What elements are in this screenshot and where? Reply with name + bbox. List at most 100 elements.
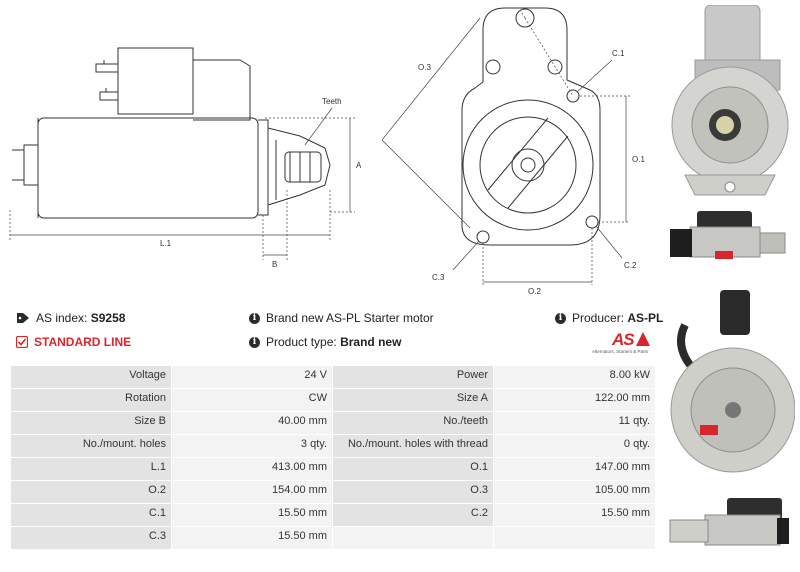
photo-side-view-1 <box>665 203 795 273</box>
spec-label: L.1 <box>10 457 172 481</box>
terminal-lower <box>99 91 119 101</box>
leader-c2 <box>595 225 623 259</box>
spec-value: 3 qty. <box>171 434 333 458</box>
info-icon: i <box>249 312 260 324</box>
spec-value: CW <box>171 388 333 412</box>
empty-cell <box>332 526 494 550</box>
spec-value: 24 V <box>171 365 333 389</box>
standard-line-row: STANDARD LINE <box>16 335 131 349</box>
empty-cell <box>493 526 656 550</box>
spec-label: No./mount. holes <box>10 434 172 458</box>
housing-circle-outer <box>462 99 594 231</box>
spec-label: C.1 <box>10 503 172 527</box>
left-hole <box>485 59 501 75</box>
info-icon: i <box>249 336 260 348</box>
flange-outline <box>461 7 601 246</box>
solenoid-outline <box>117 47 194 115</box>
right-hole <box>547 59 563 75</box>
label-a: A <box>356 161 362 170</box>
as-index-value: S9258 <box>90 311 126 325</box>
as-logo-triangle-icon <box>636 332 650 346</box>
spec-label: Size A <box>332 388 494 412</box>
producer-row: i Producer: AS-PL <box>555 311 663 325</box>
pinion-outline <box>284 151 322 183</box>
tag-icon <box>17 313 29 323</box>
product-type-label: Product type: <box>266 335 337 349</box>
info-icon: i <box>555 312 566 324</box>
spec-value: 11 qty. <box>493 411 656 435</box>
spec-value: 105.00 mm <box>493 480 656 504</box>
spec-label: No./mount. holes with thread <box>332 434 494 458</box>
description-row: i Brand new AS-PL Starter motor <box>249 311 434 325</box>
shaft-circle <box>511 148 545 182</box>
spec-value: 15.50 mm <box>171 503 333 527</box>
spec-value: 413.00 mm <box>171 457 333 481</box>
photo-rear-view <box>665 285 795 485</box>
label-b: B <box>272 260 277 269</box>
photo-front-view <box>665 5 795 200</box>
photo-side-view-2 <box>665 490 795 560</box>
spec-label: O.3 <box>332 480 494 504</box>
spec-label: O.1 <box>332 457 494 481</box>
label-c1: C.1 <box>612 49 625 58</box>
product-type-value: Brand new <box>340 335 402 349</box>
product-type-row: i Product type: Brand new <box>249 335 401 349</box>
dim-line-o3 <box>381 17 481 141</box>
spec-label: C.3 <box>10 526 172 550</box>
standard-line-label: STANDARD LINE <box>34 335 132 349</box>
spec-label: O.2 <box>10 480 172 504</box>
spec-value: 147.00 mm <box>493 457 656 481</box>
spec-value: 40.00 mm <box>171 411 333 435</box>
as-logo: AS Alternators, Starters & Parts <box>592 330 656 358</box>
as-index-row: AS index: S9258 <box>16 311 125 325</box>
leader-c3 <box>452 240 480 271</box>
technical-drawings: Teeth A L.1 B O.3 C.1 O.1 C.3 C. <box>9 7 645 296</box>
spec-label: C.2 <box>332 503 494 527</box>
as-logo-tagline: Alternators, Starters & Parts <box>592 349 649 354</box>
as-index-label: AS index: <box>36 311 88 325</box>
top-hole <box>515 8 535 28</box>
label-o1: O.1 <box>632 155 645 164</box>
producer-value: AS-PL <box>627 311 664 325</box>
spec-value: 122.00 mm <box>493 388 656 412</box>
label-c2: C.2 <box>624 261 637 270</box>
leader-c1 <box>576 59 613 93</box>
label-c3: C.3 <box>432 273 445 282</box>
spec-label: Voltage <box>10 365 172 389</box>
spec-label: Size B <box>10 411 172 435</box>
motor-body-outline <box>37 117 259 219</box>
description-text: Brand new AS-PL Starter motor <box>266 311 434 325</box>
label-o3: O.3 <box>418 63 431 72</box>
label-o2: O.2 <box>528 287 541 296</box>
spec-value: 8.00 kW <box>493 365 656 389</box>
spec-label: Rotation <box>10 388 172 412</box>
solenoid-mount-outline <box>193 59 251 121</box>
terminal-upper <box>95 63 119 73</box>
checkbox-checked-icon <box>16 336 28 348</box>
motor-end-cap <box>23 144 39 186</box>
leader-teeth <box>304 107 333 146</box>
spec-value: 154.00 mm <box>171 480 333 504</box>
spec-label: No./teeth <box>332 411 494 435</box>
as-logo-text: AS <box>612 330 635 349</box>
drive-housing-outline <box>267 127 331 206</box>
housing-circle-inner <box>479 116 577 214</box>
spec-value: 15.50 mm <box>171 526 333 550</box>
producer-label: Producer: <box>572 311 625 325</box>
spec-value: 0 qty. <box>493 434 656 458</box>
label-teeth: Teeth <box>322 97 342 106</box>
hole-c1 <box>566 89 580 103</box>
spec-label: Power <box>332 365 494 389</box>
spec-value: 15.50 mm <box>493 503 656 527</box>
label-l1: L.1 <box>160 239 172 248</box>
